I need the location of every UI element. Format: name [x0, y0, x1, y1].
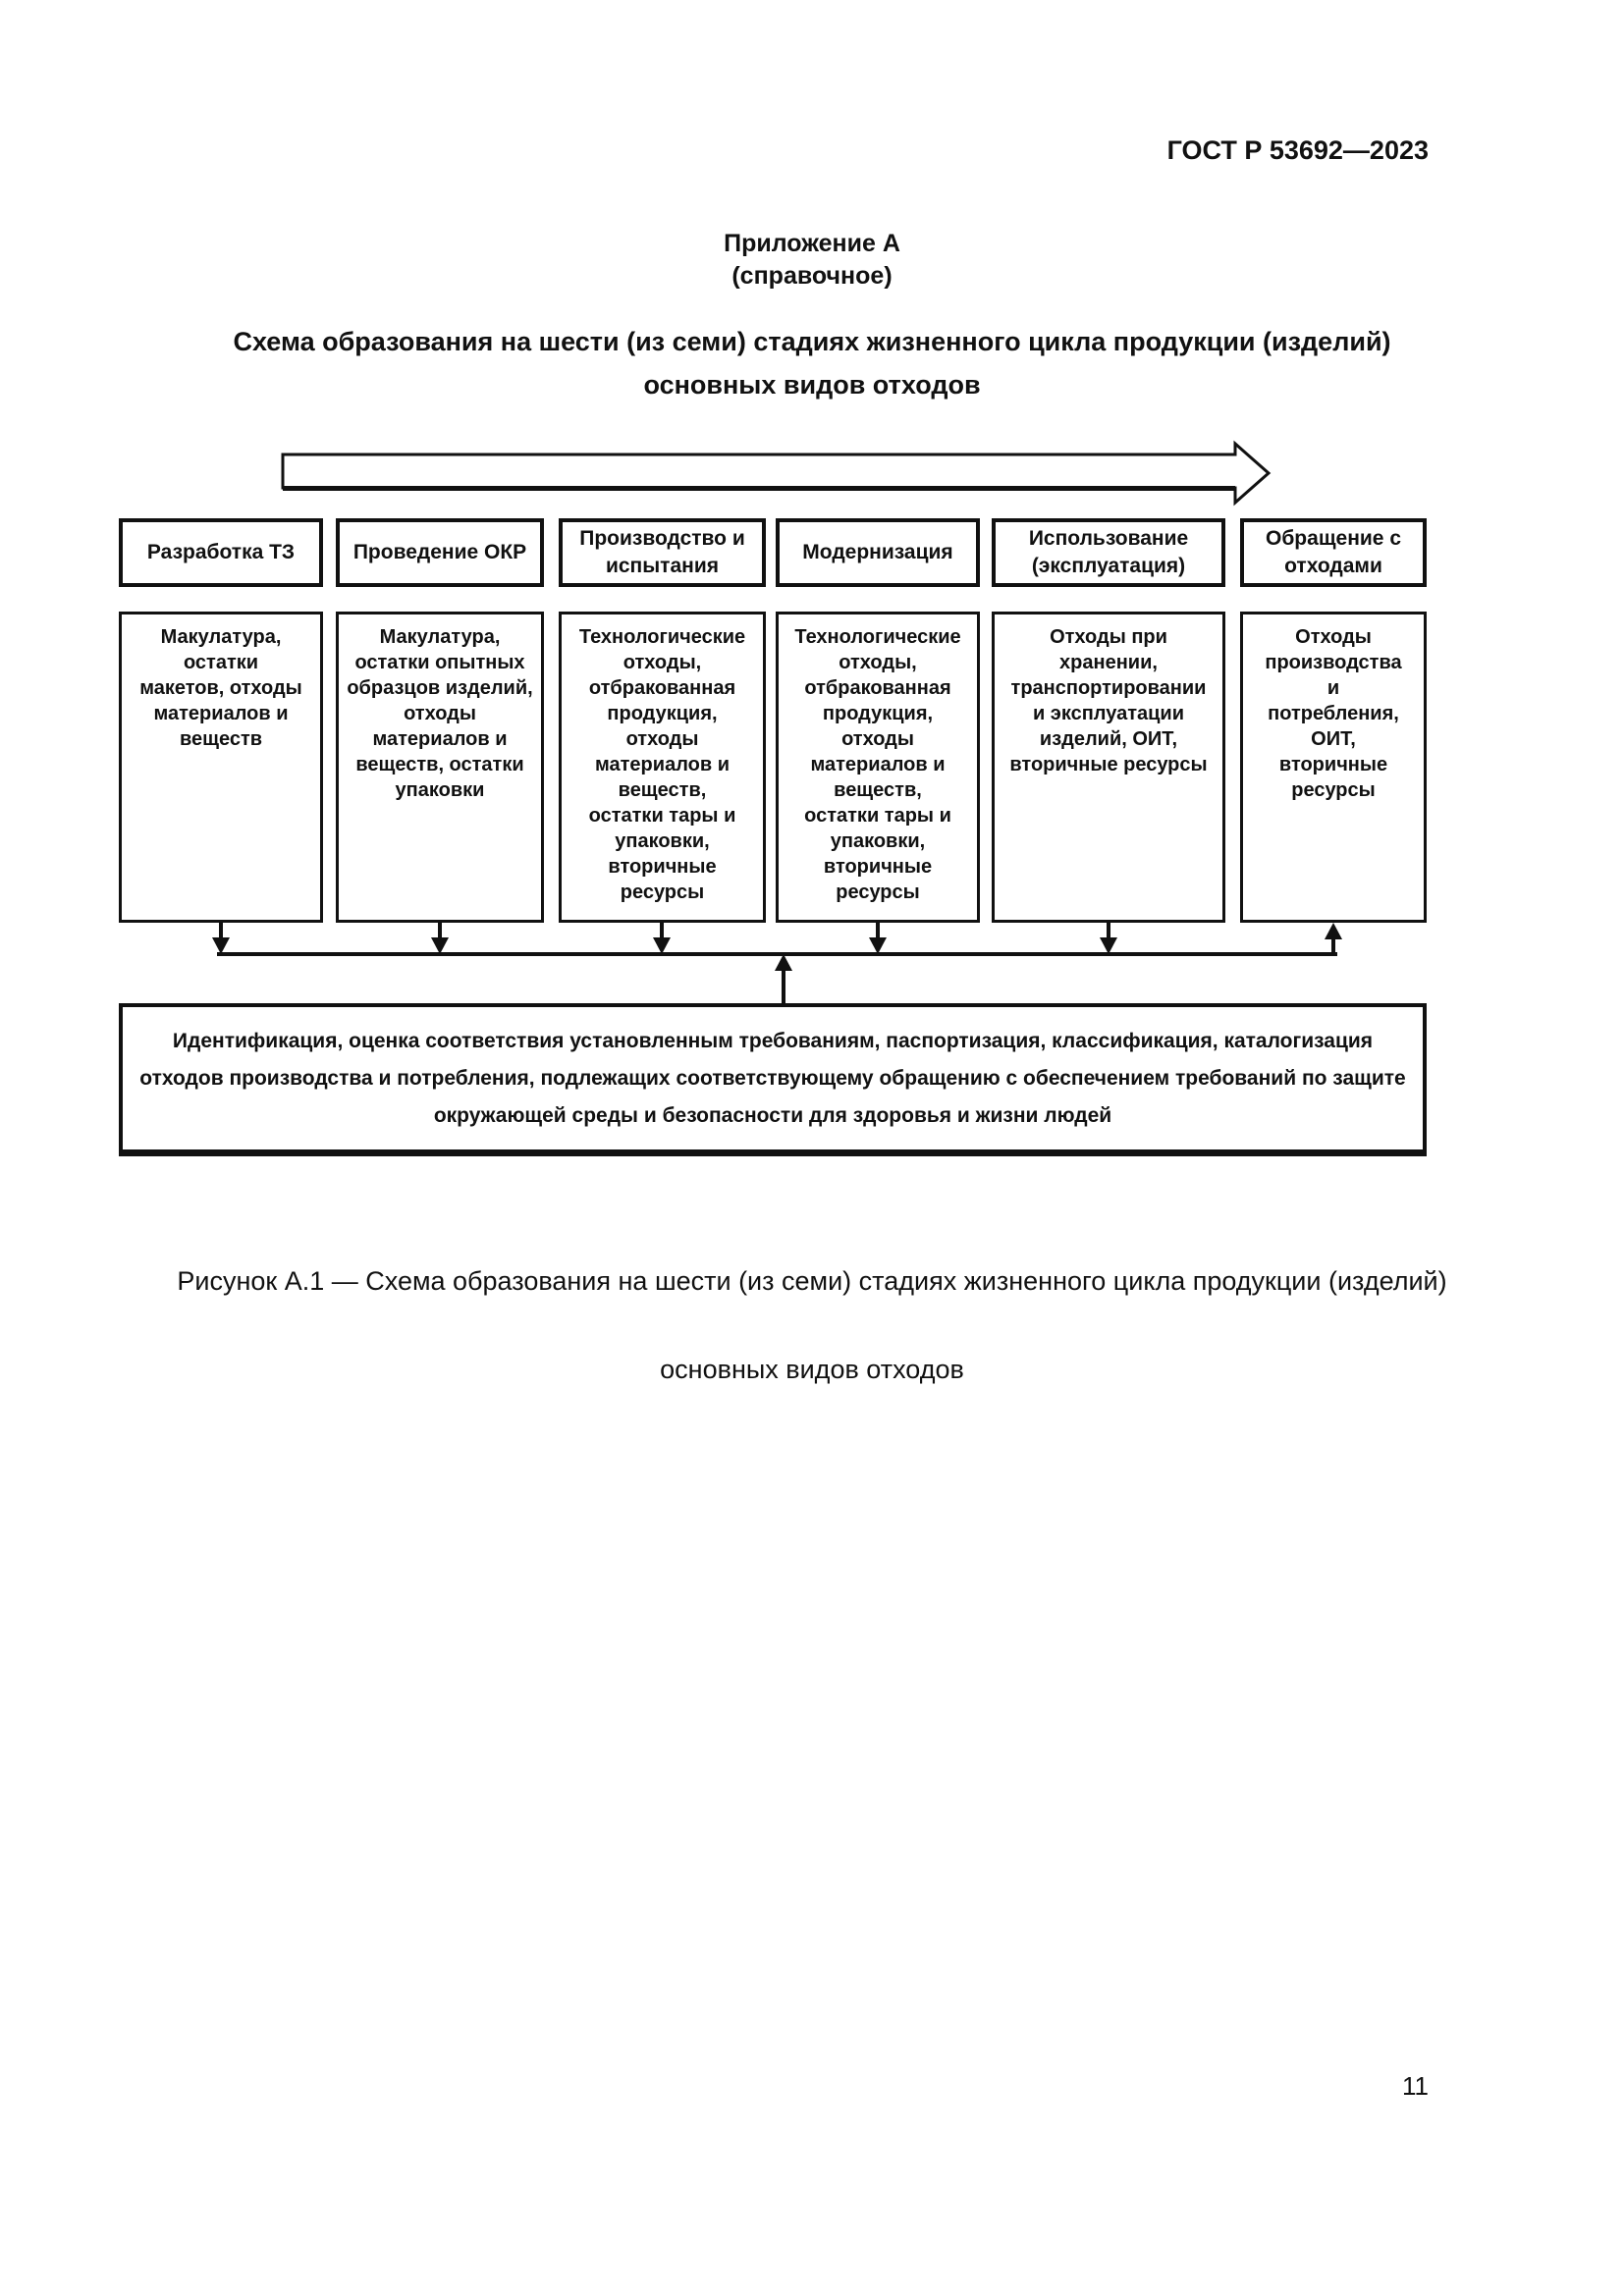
page-number: 11: [1402, 2071, 1429, 2101]
stage-header-box-6: Обращение с отходами: [1240, 518, 1427, 587]
connector-stem-2: [438, 923, 442, 942]
connector-down-arrow-icon-5: [1100, 937, 1117, 954]
stage-header-box-3: Производство и испытания: [559, 518, 766, 587]
summary-up-arrow-icon: [775, 954, 792, 971]
running-header-doc-code: ГОСТ Р 53692—2023: [1166, 135, 1429, 165]
stage-header-box-2: Проведение ОКР: [336, 518, 544, 587]
stage-waste-box-4: Технологические отходы, отбракованная пр…: [776, 612, 980, 923]
appendix-kind: (справочное): [731, 262, 893, 290]
connector-stem-3: [660, 923, 664, 942]
stage-waste-box-1: Макулатура, остатки макетов, отходы мате…: [119, 612, 323, 923]
connector-stem-5: [1107, 923, 1110, 942]
stage-waste-box-2: Макулатура, остатки опытных образцов изд…: [336, 612, 544, 923]
connector-up-arrow-icon-6: [1325, 923, 1342, 939]
summary-box: Идентификация, оценка соответствия устан…: [119, 1003, 1427, 1156]
figure-heading-line1: Схема образования на шести (из семи) ста…: [233, 327, 1391, 356]
connector-stem-1: [219, 923, 223, 942]
figure-heading: Схема образования на шести (из семи) ста…: [0, 320, 1624, 406]
stage-header-box-5: Использование (эксплуатация): [992, 518, 1225, 587]
connector-stem-6: [1331, 934, 1335, 956]
figure-caption-line1: Рисунок А.1 — Схема образования на шести…: [177, 1266, 1447, 1296]
stage-header-box-4: Модернизация: [776, 518, 980, 587]
figure-heading-line2: основных видов отходов: [643, 370, 981, 400]
appendix-name: Приложение А: [724, 230, 900, 257]
appendix-heading: Приложение А (справочное): [0, 228, 1624, 293]
connector-down-arrow-icon-3: [653, 937, 671, 954]
stage-waste-box-5: Отходы при хранении, транспортировании и…: [992, 612, 1225, 923]
connector-down-arrow-icon-1: [212, 937, 230, 954]
connector-stem-4: [876, 923, 880, 942]
connector-down-arrow-icon-2: [431, 937, 449, 954]
figure-caption-line2: основных видов отходов: [660, 1355, 964, 1384]
stage-waste-box-3: Технологические отходы, отбракованная пр…: [559, 612, 766, 923]
stage-header-box-1: Разработка ТЗ: [119, 518, 323, 587]
summary-riser-stem: [782, 968, 785, 1003]
stage-waste-box-6: Отходы производства и потребления, ОИТ, …: [1240, 612, 1427, 923]
figure-caption: Рисунок А.1 — Схема образования на шести…: [0, 1215, 1624, 1436]
connector-down-arrow-icon-4: [869, 937, 887, 954]
lifecycle-arrow-icon: [281, 440, 1272, 507]
